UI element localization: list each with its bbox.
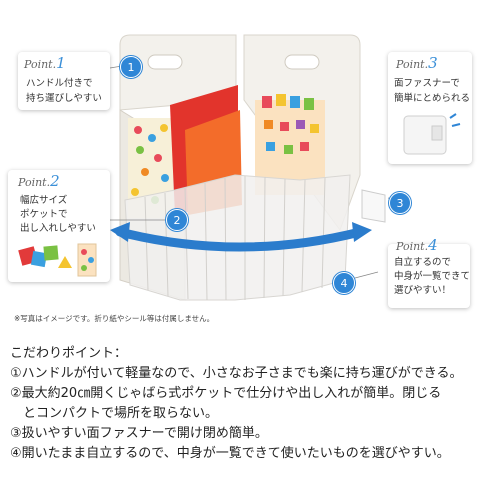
feature-line: ②最大約20㎝開くじゃばら式ポケットで仕分けや出し入れが簡単。閉じる (10, 386, 442, 401)
photo-disclaimer: ※写真はイメージです。折り紙やシール等は付属しません。 (14, 314, 215, 323)
point-text: Point. (24, 58, 57, 71)
callout-line: 持ち運びしやすい (26, 93, 102, 104)
point-number: 2 (50, 172, 60, 190)
callout-line: ハンドル付きで (26, 78, 93, 89)
velcro-tab (361, 189, 386, 223)
point-text: Point. (18, 176, 51, 189)
callout-line: 簡単にとめられる (394, 93, 471, 104)
leader-line-4 (354, 271, 379, 279)
badge-4: 4 (333, 272, 355, 294)
callout-line: 選びやすい！ (394, 285, 452, 296)
velcro-closure-icon (403, 113, 461, 155)
callout-line: 中身が一覧できて (394, 271, 471, 282)
point-text: Point. (396, 58, 429, 71)
feature-line: とコンパクトで場所を取らない。 (10, 406, 219, 421)
callout-point-3: Point.3 面ファスナーで 簡単にとめられる (388, 52, 472, 164)
callout-point-1: Point.1 ハンドル付きで 持ち運びしやすい (18, 52, 110, 110)
product-photo: Point.1 ハンドル付きで 持ち運びしやすい Point.2 幅広サイズ ポ… (8, 34, 472, 323)
section-heading: こだわりポイント： (10, 346, 128, 361)
point-number: 4 (428, 236, 438, 254)
left-back-panel (119, 34, 237, 111)
callout-line: 自立するので (394, 257, 452, 268)
feature-section: こだわりポイント： ①ハンドルが付いて軽量なので、小さなお子さまでも楽に持ち運び… (10, 344, 475, 464)
opening-swoosh (115, 227, 365, 252)
swoosh-right-arrow (352, 222, 372, 242)
callout-line: 幅広サイズ (20, 195, 68, 206)
left-handle-hole (147, 54, 183, 70)
callout-point-2: Point.2 幅広サイズ ポケットで 出し入れしやすい (8, 170, 110, 282)
feature-line: ①ハンドルが付いて軽量なので、小さなお子さまでも楽に持ち運びができる。 (10, 366, 463, 381)
swoosh-left-arrow (110, 222, 130, 242)
badge-2: 2 (166, 209, 188, 231)
origami-paper-icon (18, 243, 97, 277)
feature-line: ③扱いやすい面ファスナーで開け閉め簡単。 (10, 426, 268, 441)
badge-3: 3 (389, 192, 411, 214)
point-number: 3 (428, 54, 438, 72)
callout-point-4: Point.4 自立するので 中身が一覧できて 選びやすい！ (388, 236, 471, 308)
organizer-illustration (109, 34, 399, 301)
badge-1: 1 (120, 56, 142, 78)
point-text: Point. (396, 240, 429, 253)
callout-line: 出し入れしやすい (20, 223, 96, 234)
stickers (262, 94, 319, 154)
feature-line: ④開いたまま自立するので、中身が一覧できて使いたいものを選びやすい。 (10, 446, 450, 461)
right-handle-hole (284, 54, 320, 70)
callout-line: ポケットで (20, 209, 68, 220)
point-number: 1 (56, 54, 66, 72)
callout-line: 面ファスナーで (394, 78, 460, 89)
